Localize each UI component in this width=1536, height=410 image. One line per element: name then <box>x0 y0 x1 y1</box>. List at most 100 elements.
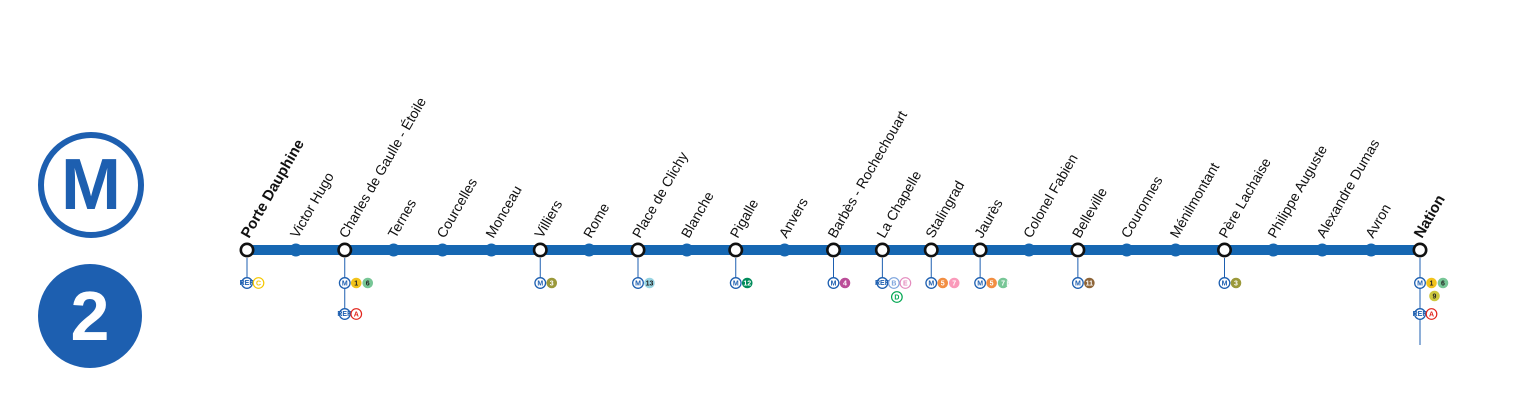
connection-badge-b: B <box>887 277 900 289</box>
badge-label: D <box>894 295 899 302</box>
connection-badge-13: 13 <box>644 277 655 289</box>
station-name: Pigalle <box>726 196 761 241</box>
badge-label: M <box>1075 281 1081 288</box>
connection-badge-m: M <box>1414 277 1426 289</box>
badge-label: E <box>903 281 908 288</box>
station-menilmontant: Ménilmontant <box>1166 160 1222 257</box>
rer-icon <box>876 277 889 289</box>
connection-badge-3: 3 <box>1230 277 1242 289</box>
badge-label: 11 <box>1086 281 1094 288</box>
station-name: La Chapelle <box>873 168 924 241</box>
metro-icon <box>827 277 840 289</box>
station-marker <box>1169 243 1183 257</box>
badge-label: 1 <box>1430 281 1434 288</box>
station-name: Ménilmontant <box>1166 160 1222 241</box>
badge-label: RER <box>337 311 352 318</box>
badge-label: bis <box>1006 281 1016 288</box>
station-marker <box>1120 243 1134 257</box>
station-name: Stalingrad <box>922 178 967 241</box>
station-marker-interchange <box>923 242 939 258</box>
connection-badge-3: 3 <box>546 277 558 289</box>
connection-badge-rer: RER <box>875 277 890 289</box>
station-name: Couronnes <box>1117 173 1165 240</box>
badge-label: M <box>1417 281 1423 288</box>
badge-label: 1 <box>354 281 358 288</box>
station-name: Ternes <box>384 196 419 240</box>
connection-badge-5: 5 <box>986 277 997 289</box>
connection-badge-m: M <box>338 277 351 289</box>
metro-line-icon <box>1429 290 1440 302</box>
metro-line-icon <box>362 277 374 289</box>
station-marker-interchange <box>728 242 744 258</box>
station-marker-interchange <box>1070 242 1086 258</box>
station-name: Villiers <box>531 197 565 240</box>
connection-badge-1: 1 <box>1426 277 1437 289</box>
station-marker-interchange <box>1217 242 1233 258</box>
station-name: Blanche <box>678 189 717 241</box>
line-number-text: 2 <box>70 277 110 355</box>
station-name: Courcelles <box>433 175 480 240</box>
station-name: Charles de Gaulle - Étoile <box>335 94 429 240</box>
station-marker <box>582 243 596 257</box>
metro-line-icon <box>350 277 362 289</box>
badge-label: M <box>342 281 348 288</box>
station-name: Monceau <box>482 183 525 241</box>
badge-label: 7 <box>952 281 956 288</box>
connection-badge-e: E <box>899 277 912 289</box>
metro-icon <box>632 277 644 289</box>
badge-label: M <box>831 281 837 288</box>
metro-icon <box>1414 277 1426 289</box>
rer-line-icon <box>1425 308 1438 320</box>
station-couronnes: Couronnes <box>1117 173 1166 257</box>
station-marker <box>1266 243 1280 257</box>
metro-icon <box>338 277 351 289</box>
connection-badge-7: 7 <box>948 277 960 289</box>
metro-line-icon <box>546 277 558 289</box>
badge-label: 6 <box>366 281 370 288</box>
metro-line-icon <box>741 277 753 289</box>
station-marker-interchange <box>825 242 841 258</box>
connection-badge-m: M <box>974 277 987 289</box>
badge-label: M <box>635 281 641 288</box>
metro-icon <box>925 277 938 289</box>
metro-line-icon <box>839 277 851 289</box>
station-marker <box>484 243 498 257</box>
badge-label: 5 <box>941 281 945 288</box>
rer-line-icon <box>252 277 265 289</box>
connection-badge-m: M <box>827 277 840 289</box>
station-name: Rome <box>580 200 613 241</box>
connection-badge-6: 6 <box>1437 277 1449 289</box>
metro-line-icon <box>997 277 1009 289</box>
connection-badge-a: A <box>350 308 363 320</box>
badge-label: M <box>1222 281 1228 288</box>
station-name: Nation <box>1411 192 1449 241</box>
badge-label: 6 <box>1441 281 1445 288</box>
station-marker <box>778 243 792 257</box>
station-marker-interchange <box>239 242 255 258</box>
badge-label: 5 <box>990 281 994 288</box>
rer-line-icon <box>890 291 903 303</box>
station-marker <box>289 243 303 257</box>
connection-badge-m: M <box>729 277 742 289</box>
station-marker-interchange <box>874 242 890 258</box>
badge-label: M <box>977 281 983 288</box>
station-marker <box>1315 243 1329 257</box>
badge-label: C <box>256 281 261 288</box>
station-name: Avron <box>1362 201 1394 240</box>
station-marker-interchange <box>1412 242 1428 258</box>
badge-label: 9 <box>1433 294 1437 301</box>
badge-label: 3 <box>1234 281 1238 288</box>
connection-badge-m: M <box>1071 277 1084 289</box>
station-marker-interchange <box>972 242 988 258</box>
station-marker-interchange <box>337 242 353 258</box>
rer-line-icon <box>899 277 912 289</box>
badge-label: B <box>891 281 896 288</box>
